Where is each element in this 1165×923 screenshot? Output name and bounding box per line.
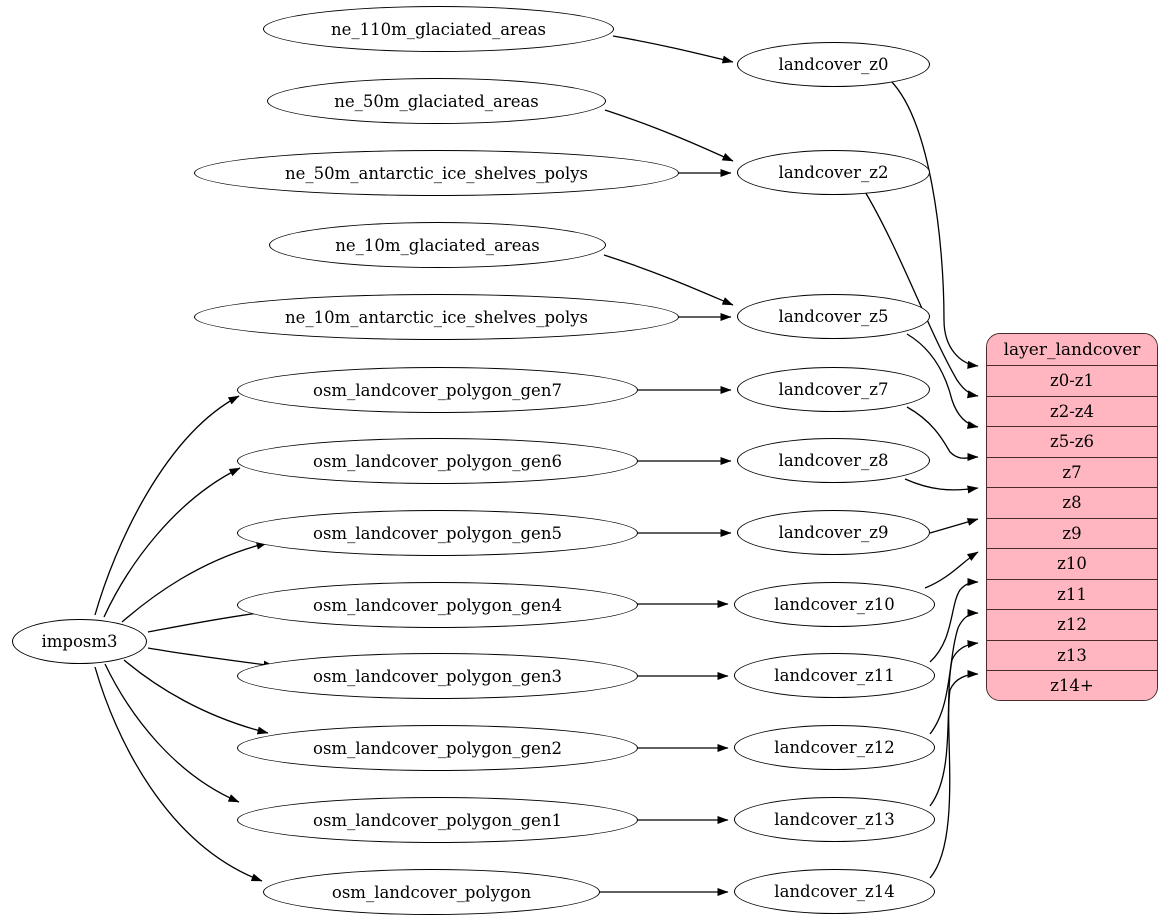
node-ne-50m-glaciated-areas[interactable]: ne_50m_glaciated_areas [267, 78, 606, 124]
node-label: osm_landcover_polygon_gen4 [313, 595, 562, 615]
layer-table-row-z14plus[interactable]: z14+ [987, 670, 1157, 700]
layer-table-row-z11[interactable]: z11 [987, 578, 1157, 609]
edge-imposm3-gen5 [121, 541, 268, 623]
node-osm-landcover-polygon[interactable]: osm_landcover_polygon [263, 869, 600, 915]
layer-landcover-table[interactable]: layer_landcover z0-z1 z2-z4 z5-z6 z7 z8 … [986, 333, 1158, 701]
layer-table-row-z8[interactable]: z8 [987, 487, 1157, 518]
layer-table-row-z2-z4[interactable]: z2-z4 [987, 395, 1157, 426]
node-landcover-z12[interactable]: landcover_z12 [734, 725, 935, 770]
layer-table-row-z0-z1[interactable]: z0-z1 [987, 365, 1157, 396]
node-osm-landcover-polygon-gen4[interactable]: osm_landcover_polygon_gen4 [237, 582, 638, 628]
layer-table-row-label: z7 [1062, 462, 1082, 482]
edge-z9-row-z9 [929, 518, 979, 534]
edge-z12-row-z12 [929, 609, 979, 735]
edge-z5-row-z5z6 [906, 333, 979, 429]
node-label: osm_landcover_polygon_gen3 [313, 666, 562, 686]
layer-table-row-label: z8 [1062, 493, 1082, 513]
layer-table-row-label: z12 [1057, 615, 1087, 635]
layer-table-row-label: z0-z1 [1050, 371, 1094, 391]
node-label: landcover_z11 [774, 666, 895, 685]
node-label: landcover_z13 [774, 810, 895, 829]
node-label: osm_landcover_polygon_gen1 [313, 810, 562, 830]
node-ne-50m-antarctic-ice-shelves-polys[interactable]: ne_50m_antarctic_ice_shelves_polys [194, 150, 679, 196]
node-label: ne_50m_antarctic_ice_shelves_polys [284, 163, 589, 183]
edge-imposm3-gen2 [123, 659, 269, 735]
node-imposm3[interactable]: imposm3 [12, 619, 147, 664]
node-osm-landcover-polygon-gen5[interactable]: osm_landcover_polygon_gen5 [237, 510, 638, 556]
node-label: osm_landcover_polygon_gen7 [313, 380, 562, 400]
node-osm-landcover-polygon-gen6[interactable]: osm_landcover_polygon_gen6 [237, 438, 638, 484]
layer-table-row-label: z2-z4 [1050, 401, 1094, 421]
node-label: imposm3 [41, 632, 118, 651]
node-label: osm_landcover_polygon_gen5 [313, 523, 562, 543]
edge-ne50g-z2 [604, 109, 734, 162]
node-label: landcover_z7 [778, 380, 889, 399]
edge-imposm3-gen6 [103, 467, 241, 618]
edge-z8-row-z8 [904, 478, 979, 494]
edge-imposm3-gen1 [104, 663, 240, 803]
layer-table-header: layer_landcover [987, 334, 1157, 365]
edge-z2-row-z2z4 [863, 189, 979, 399]
node-landcover-z0[interactable]: landcover_z0 [737, 42, 930, 87]
edge-ne110-z0 [612, 35, 734, 64]
node-label: ne_110m_glaciated_areas [330, 19, 547, 39]
node-label: ne_50m_glaciated_areas [334, 91, 539, 111]
edge-ne10g-z5 [603, 254, 734, 306]
layer-table-row-label: z14+ [1050, 676, 1094, 696]
node-label: landcover_z2 [778, 163, 889, 182]
edge-z0-row-z0z1 [889, 79, 979, 369]
edge-imposm3-gen7 [94, 395, 240, 616]
edge-z11-row-z11 [929, 578, 979, 663]
node-landcover-z7[interactable]: landcover_z7 [737, 367, 930, 412]
node-label: osm_landcover_polygon_gen6 [313, 451, 562, 471]
node-ne-10m-glaciated-areas[interactable]: ne_10m_glaciated_areas [269, 222, 606, 268]
node-landcover-z8[interactable]: landcover_z8 [737, 438, 930, 483]
layer-table-row-z10[interactable]: z10 [987, 548, 1157, 579]
node-label: osm_landcover_polygon [331, 882, 532, 902]
node-landcover-z9[interactable]: landcover_z9 [737, 510, 930, 555]
node-label: ne_10m_glaciated_areas [335, 235, 540, 255]
node-landcover-z10[interactable]: landcover_z10 [734, 582, 935, 627]
node-label: ne_10m_antarctic_ice_shelves_polys [284, 307, 589, 327]
layer-table-row-label: z9 [1062, 523, 1082, 543]
edge-imposm3-poly [94, 666, 263, 882]
layer-table-row-z5-z6[interactable]: z5-z6 [987, 426, 1157, 457]
node-label: landcover_z14 [774, 882, 895, 901]
layer-table-row-z9[interactable]: z9 [987, 517, 1157, 548]
node-landcover-z14[interactable]: landcover_z14 [734, 869, 935, 914]
edge-z14-row-z14plus [929, 670, 979, 879]
edge-z7-row-z7 [906, 406, 979, 462]
layer-table-row-label: z5-z6 [1050, 432, 1094, 452]
node-label: landcover_z8 [778, 451, 889, 470]
layer-table-row-label: z11 [1057, 584, 1087, 604]
node-osm-landcover-polygon-gen1[interactable]: osm_landcover_polygon_gen1 [237, 797, 638, 843]
node-label: landcover_z12 [774, 738, 895, 757]
layer-table-row-z7[interactable]: z7 [987, 456, 1157, 487]
edge-z10-row-z10 [924, 551, 979, 589]
node-osm-landcover-polygon-gen2[interactable]: osm_landcover_polygon_gen2 [237, 725, 638, 771]
node-label: landcover_z10 [774, 595, 895, 614]
node-label: landcover_z0 [778, 55, 889, 74]
node-label: landcover_z9 [778, 523, 889, 542]
layer-table-row-label: z10 [1057, 554, 1087, 574]
layer-table-header-label: layer_landcover [1003, 339, 1141, 360]
node-landcover-z5[interactable]: landcover_z5 [737, 294, 930, 339]
node-ne-110m-glaciated-areas[interactable]: ne_110m_glaciated_areas [263, 6, 614, 52]
node-landcover-z11[interactable]: landcover_z11 [734, 653, 935, 698]
node-label: osm_landcover_polygon_gen2 [313, 738, 562, 758]
layer-table-row-z12[interactable]: z12 [987, 609, 1157, 640]
node-osm-landcover-polygon-gen3[interactable]: osm_landcover_polygon_gen3 [237, 653, 638, 699]
node-ne-10m-antarctic-ice-shelves-polys[interactable]: ne_10m_antarctic_ice_shelves_polys [194, 294, 679, 340]
edge-z13-row-z13 [929, 640, 979, 807]
node-osm-landcover-polygon-gen7[interactable]: osm_landcover_polygon_gen7 [237, 367, 638, 413]
edge-imposm3-gen3 [147, 647, 275, 669]
node-label: landcover_z5 [778, 307, 889, 326]
node-landcover-z13[interactable]: landcover_z13 [734, 797, 935, 842]
layer-table-row-label: z13 [1057, 645, 1087, 665]
node-landcover-z2[interactable]: landcover_z2 [737, 150, 930, 195]
layer-table-row-z13[interactable]: z13 [987, 639, 1157, 670]
